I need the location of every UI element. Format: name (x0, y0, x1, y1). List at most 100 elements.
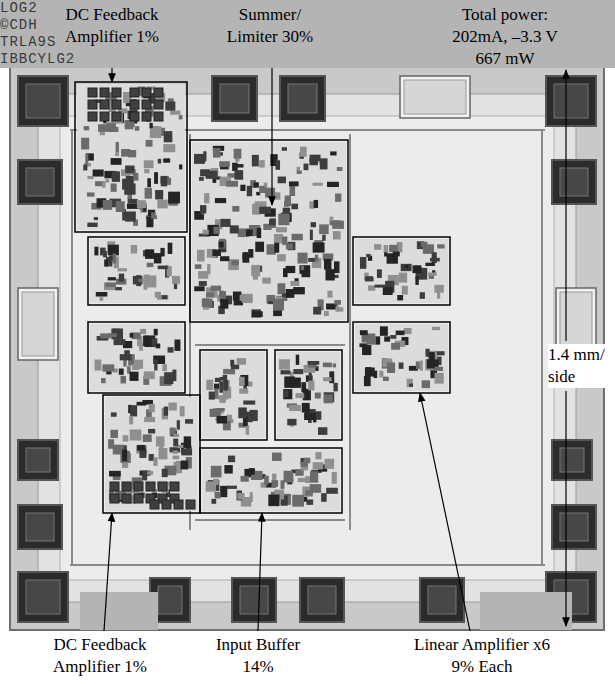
transistor (184, 436, 191, 448)
transistor (223, 380, 228, 391)
transistor (199, 177, 204, 181)
transistor (211, 286, 222, 291)
transistor (320, 158, 328, 169)
transistor (292, 495, 304, 507)
transistor (128, 199, 137, 204)
transistor (313, 183, 323, 186)
bond-pad-inner (308, 586, 336, 614)
transistor (111, 113, 123, 123)
transistor (318, 427, 327, 435)
transistor (396, 331, 405, 336)
transistor (219, 161, 230, 167)
transistor (144, 169, 149, 173)
region-outline (75, 82, 187, 232)
leader-arrow (420, 393, 470, 631)
transistor (105, 283, 115, 287)
transistor (146, 471, 153, 475)
transistor (200, 169, 210, 176)
transistor (156, 436, 165, 446)
transistor (397, 295, 403, 300)
transistor (161, 176, 167, 186)
transistor (140, 329, 146, 334)
transistor (128, 150, 136, 157)
transistor (278, 177, 286, 184)
transistor (309, 372, 312, 379)
transistor (168, 243, 173, 254)
transistor (304, 164, 309, 171)
bond-pad (420, 578, 464, 622)
transistor (301, 382, 306, 392)
transistor (163, 158, 170, 162)
transistor (420, 292, 425, 299)
transistor (276, 227, 287, 232)
transistor (168, 403, 176, 411)
transistor (185, 419, 193, 424)
block-ground (202, 450, 340, 511)
capacitor-cell (100, 88, 109, 97)
transistor (174, 340, 180, 351)
transistor (391, 343, 400, 350)
capacitor-cell (110, 482, 119, 491)
transistor (111, 412, 117, 416)
light-pad (400, 76, 470, 118)
transistor (313, 242, 325, 252)
transistor (323, 377, 332, 381)
transistor (211, 466, 222, 478)
transistor (248, 382, 252, 387)
block-ground (355, 324, 448, 391)
transistor (259, 207, 271, 214)
transistor (359, 343, 367, 347)
bond-pad (18, 505, 62, 549)
transistor (149, 404, 155, 412)
transistor (164, 372, 173, 384)
transistor (94, 217, 98, 220)
block-label: DC Feedback Amplifier 1% (46, 634, 154, 678)
transistor (140, 449, 146, 458)
transistor (162, 295, 168, 299)
transistor (151, 212, 156, 218)
transistor (296, 355, 299, 365)
transistor (251, 265, 260, 276)
transistor (277, 283, 285, 294)
capacitor-cell (174, 500, 183, 509)
transistor (374, 244, 381, 250)
transistor (220, 299, 228, 309)
transistor (153, 457, 157, 466)
dimension-label: 1.4 mm/ side (548, 344, 610, 388)
transistor (243, 400, 255, 404)
transistor (147, 263, 154, 267)
capacitor-cell (130, 88, 139, 97)
transistor (327, 182, 339, 187)
transistor (158, 159, 162, 164)
transistor (230, 360, 234, 366)
transistor (234, 170, 243, 180)
transistor (113, 254, 116, 264)
transistor (195, 264, 202, 269)
transistor (246, 229, 253, 236)
capacitor-cell (186, 500, 195, 509)
transistor (301, 467, 308, 471)
block-label: Input Buffer 14% (208, 634, 308, 678)
transistor (389, 245, 398, 252)
transistor (213, 227, 219, 234)
transistor (375, 285, 387, 288)
transistor (115, 153, 119, 156)
transistor (405, 265, 409, 268)
transistor (130, 372, 139, 381)
transistor (162, 469, 168, 477)
transistor (379, 371, 383, 378)
transistor (239, 377, 245, 386)
transistor (111, 183, 117, 191)
transistor (435, 367, 443, 371)
transistor (108, 277, 116, 280)
transistor (310, 230, 313, 240)
trace (349, 134, 351, 530)
transistor (100, 333, 110, 338)
capacitor-cell (110, 494, 119, 503)
capacitor-cell (154, 100, 163, 109)
transistor (155, 190, 163, 199)
transistor (387, 362, 395, 373)
transistor (384, 245, 389, 252)
